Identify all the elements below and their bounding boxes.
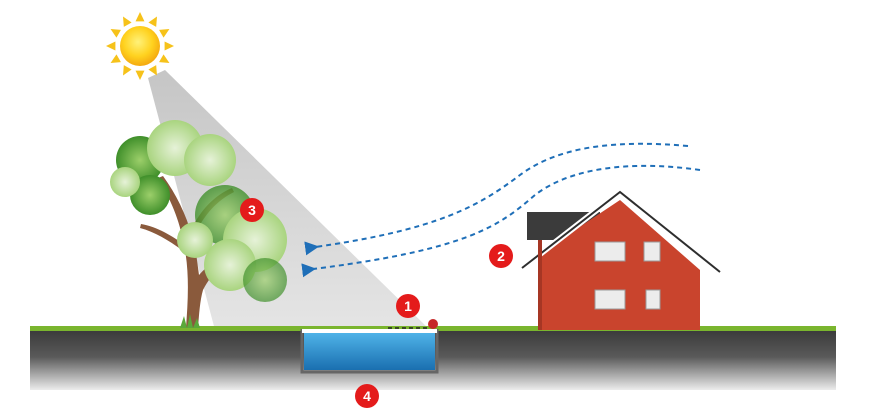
pool-icon — [300, 329, 439, 374]
wind-line-lower — [301, 164, 701, 278]
wind-line-upper — [304, 142, 689, 256]
window — [645, 289, 661, 310]
window — [594, 241, 626, 262]
sun-icon — [106, 12, 174, 80]
tree-icon — [110, 120, 287, 328]
window — [643, 241, 661, 262]
sun-ray — [106, 41, 116, 51]
marker-badge-1: 1 — [396, 294, 420, 318]
marker-badge-2: 2 — [489, 244, 513, 268]
sun-ray — [123, 16, 132, 27]
marker-label-2: 2 — [497, 248, 505, 264]
sun-ray — [148, 16, 157, 27]
sun-ray — [164, 41, 174, 51]
marker-badge-4: 4 — [355, 384, 379, 408]
marker-badge-3: 3 — [240, 198, 264, 222]
wind-lines — [301, 142, 701, 278]
marker-label-3: 3 — [248, 202, 256, 218]
sun-ray — [135, 12, 145, 22]
sun-ray — [135, 70, 145, 80]
marker-label-1: 1 — [404, 298, 412, 314]
sun-ray — [110, 54, 121, 63]
sun-ray — [123, 65, 132, 76]
marker-label-4: 4 — [363, 388, 371, 404]
window — [594, 289, 626, 310]
pool-edge-sensor — [428, 319, 438, 329]
house-icon — [520, 188, 722, 330]
sun-ray — [159, 54, 170, 63]
sun-ray — [110, 29, 121, 38]
sun-ray — [148, 65, 157, 76]
sun-ray — [159, 29, 170, 38]
